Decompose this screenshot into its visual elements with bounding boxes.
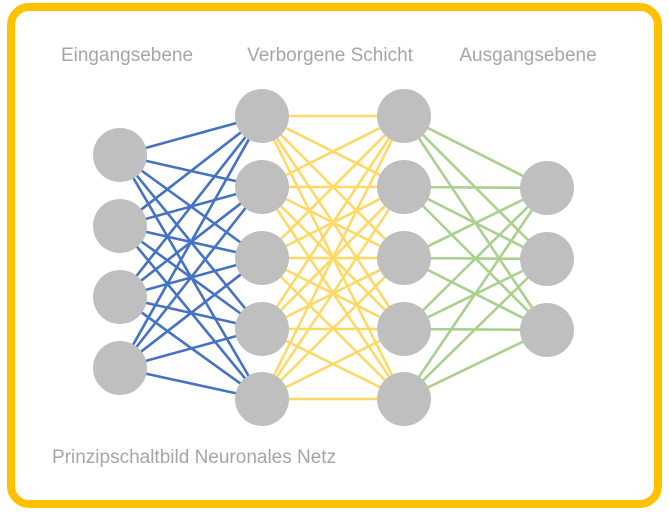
connection-line <box>261 257 405 400</box>
connection-line <box>118 115 264 369</box>
neuron-node <box>235 372 289 426</box>
connection-line <box>402 187 549 400</box>
connection-line <box>403 187 548 330</box>
neuron-node <box>377 160 431 214</box>
neuron-node <box>93 270 147 324</box>
neuron-node <box>520 232 574 286</box>
label-output-layer: Ausgangsebene <box>459 45 597 66</box>
connection-line <box>118 186 264 369</box>
neuron-node <box>93 128 147 182</box>
neuron-node <box>377 372 431 426</box>
connection-line <box>119 114 263 228</box>
connection-line <box>260 186 406 400</box>
label-input-layer: Eingangsebene <box>60 45 194 66</box>
neuron-node <box>235 160 289 214</box>
neuron-node <box>520 303 574 357</box>
neuron-node <box>520 161 574 215</box>
label-hidden-layer: Verborgene Schicht <box>247 45 413 66</box>
neuron-node <box>377 89 431 143</box>
neuron-node <box>93 199 147 253</box>
connection-line <box>261 115 405 259</box>
caption: Prinzipschaltbild Neuronales Netz <box>52 447 337 468</box>
connection-line <box>260 115 406 330</box>
neuron-node <box>93 341 147 395</box>
neuron-node <box>235 302 289 356</box>
connection-line <box>260 115 406 400</box>
neuron-node <box>235 231 289 285</box>
neuron-node <box>377 302 431 356</box>
neuron-node <box>235 89 289 143</box>
neuron-node <box>377 231 431 285</box>
connection-line <box>118 115 264 298</box>
connection-line <box>119 256 263 370</box>
connection-line <box>403 258 548 400</box>
